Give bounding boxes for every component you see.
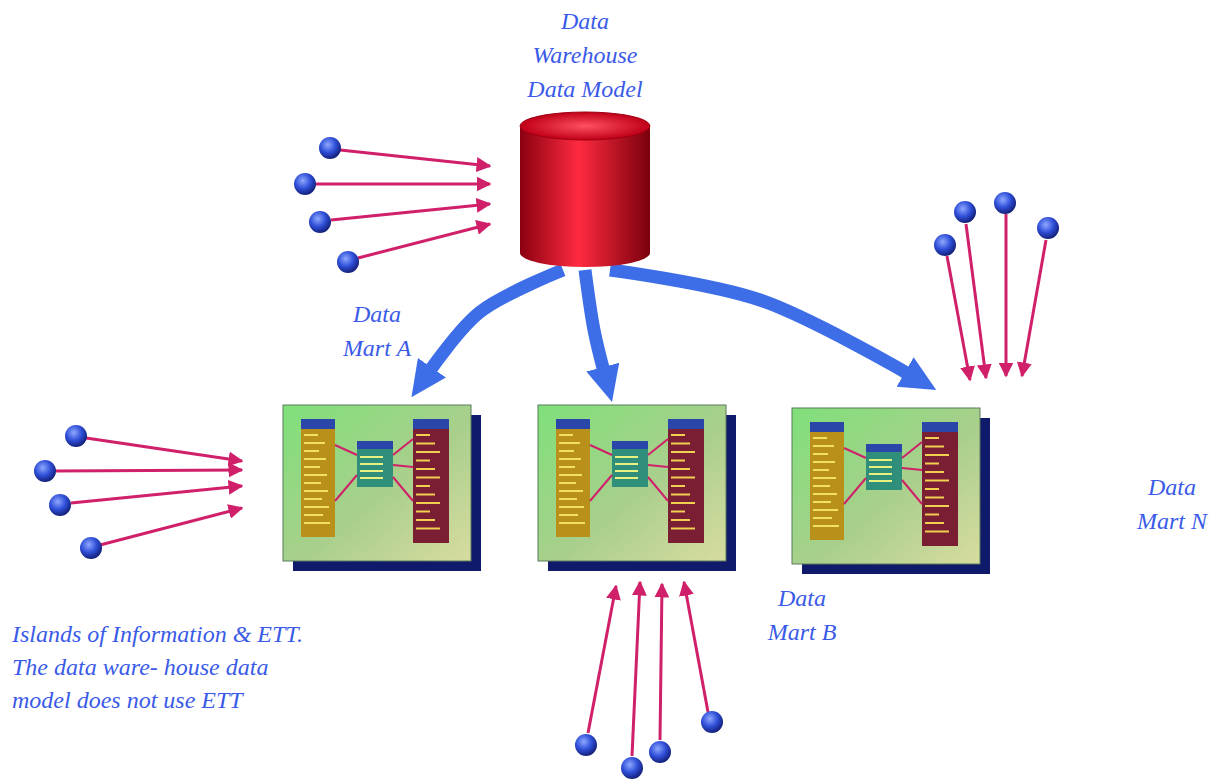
feed-arrow (331, 204, 490, 220)
source-dot (319, 137, 341, 159)
cylinder-outline (520, 112, 650, 267)
feed-arrow (71, 486, 242, 503)
source-dot (337, 251, 359, 273)
feed-arrow (1022, 240, 1046, 376)
cylinder-body (520, 126, 650, 267)
mart-illustration (792, 408, 980, 564)
feed-arrow (100, 508, 242, 545)
schema-thumbnail (556, 419, 704, 543)
mart-panel (283, 405, 471, 561)
source-dot (65, 425, 87, 447)
flow-arrow (430, 270, 563, 371)
mart-illustration (283, 405, 471, 561)
source-dot (80, 537, 102, 559)
source-dot (954, 201, 976, 223)
note-text: Islands of Information & ETT. The data w… (12, 618, 330, 717)
source-dot (649, 741, 671, 763)
feed-arrow (86, 438, 242, 461)
data-mart-box: Data Mart N (792, 408, 980, 564)
schema-thumbnail (810, 422, 958, 546)
source-dot (294, 173, 316, 195)
data-mart-box: Data Mart B (538, 405, 726, 561)
feed-arrow (588, 586, 616, 733)
mart-illustration (538, 405, 726, 561)
warehouse-label: Data Warehouse Data Model (510, 4, 660, 106)
feed-arrow (947, 256, 970, 380)
mart-panel (538, 405, 726, 561)
feed-arrow (660, 584, 662, 740)
warehouse-cylinder: Data Warehouse Data Model (520, 112, 650, 267)
feed-arrow (340, 150, 490, 166)
source-dot (701, 711, 723, 733)
feed-arrow (56, 470, 242, 471)
source-dot (994, 192, 1016, 214)
feed-arrow (684, 582, 708, 712)
source-dot (575, 734, 597, 756)
mart-panel (792, 408, 980, 564)
cylinder-top (520, 112, 650, 140)
feed-arrow (632, 582, 640, 756)
schema-thumbnail (301, 419, 449, 543)
data-mart-box: Data Mart A (283, 405, 471, 561)
source-dot (621, 757, 643, 779)
feed-arrow (358, 224, 490, 258)
source-dot (309, 211, 331, 233)
flow-arrow (585, 270, 604, 371)
source-dot (34, 460, 56, 482)
flow-arrow (610, 270, 909, 374)
mart-label: Data Mart A (335, 297, 419, 365)
mart-label: Data Mart N (1130, 470, 1214, 538)
source-dot (934, 234, 956, 256)
feed-arrow (1005, 214, 1008, 376)
source-dot (49, 494, 71, 516)
feed-arrow (316, 183, 490, 186)
feed-arrow (966, 224, 986, 378)
source-dot (1037, 217, 1059, 239)
mart-label: Data Mart B (760, 581, 844, 649)
